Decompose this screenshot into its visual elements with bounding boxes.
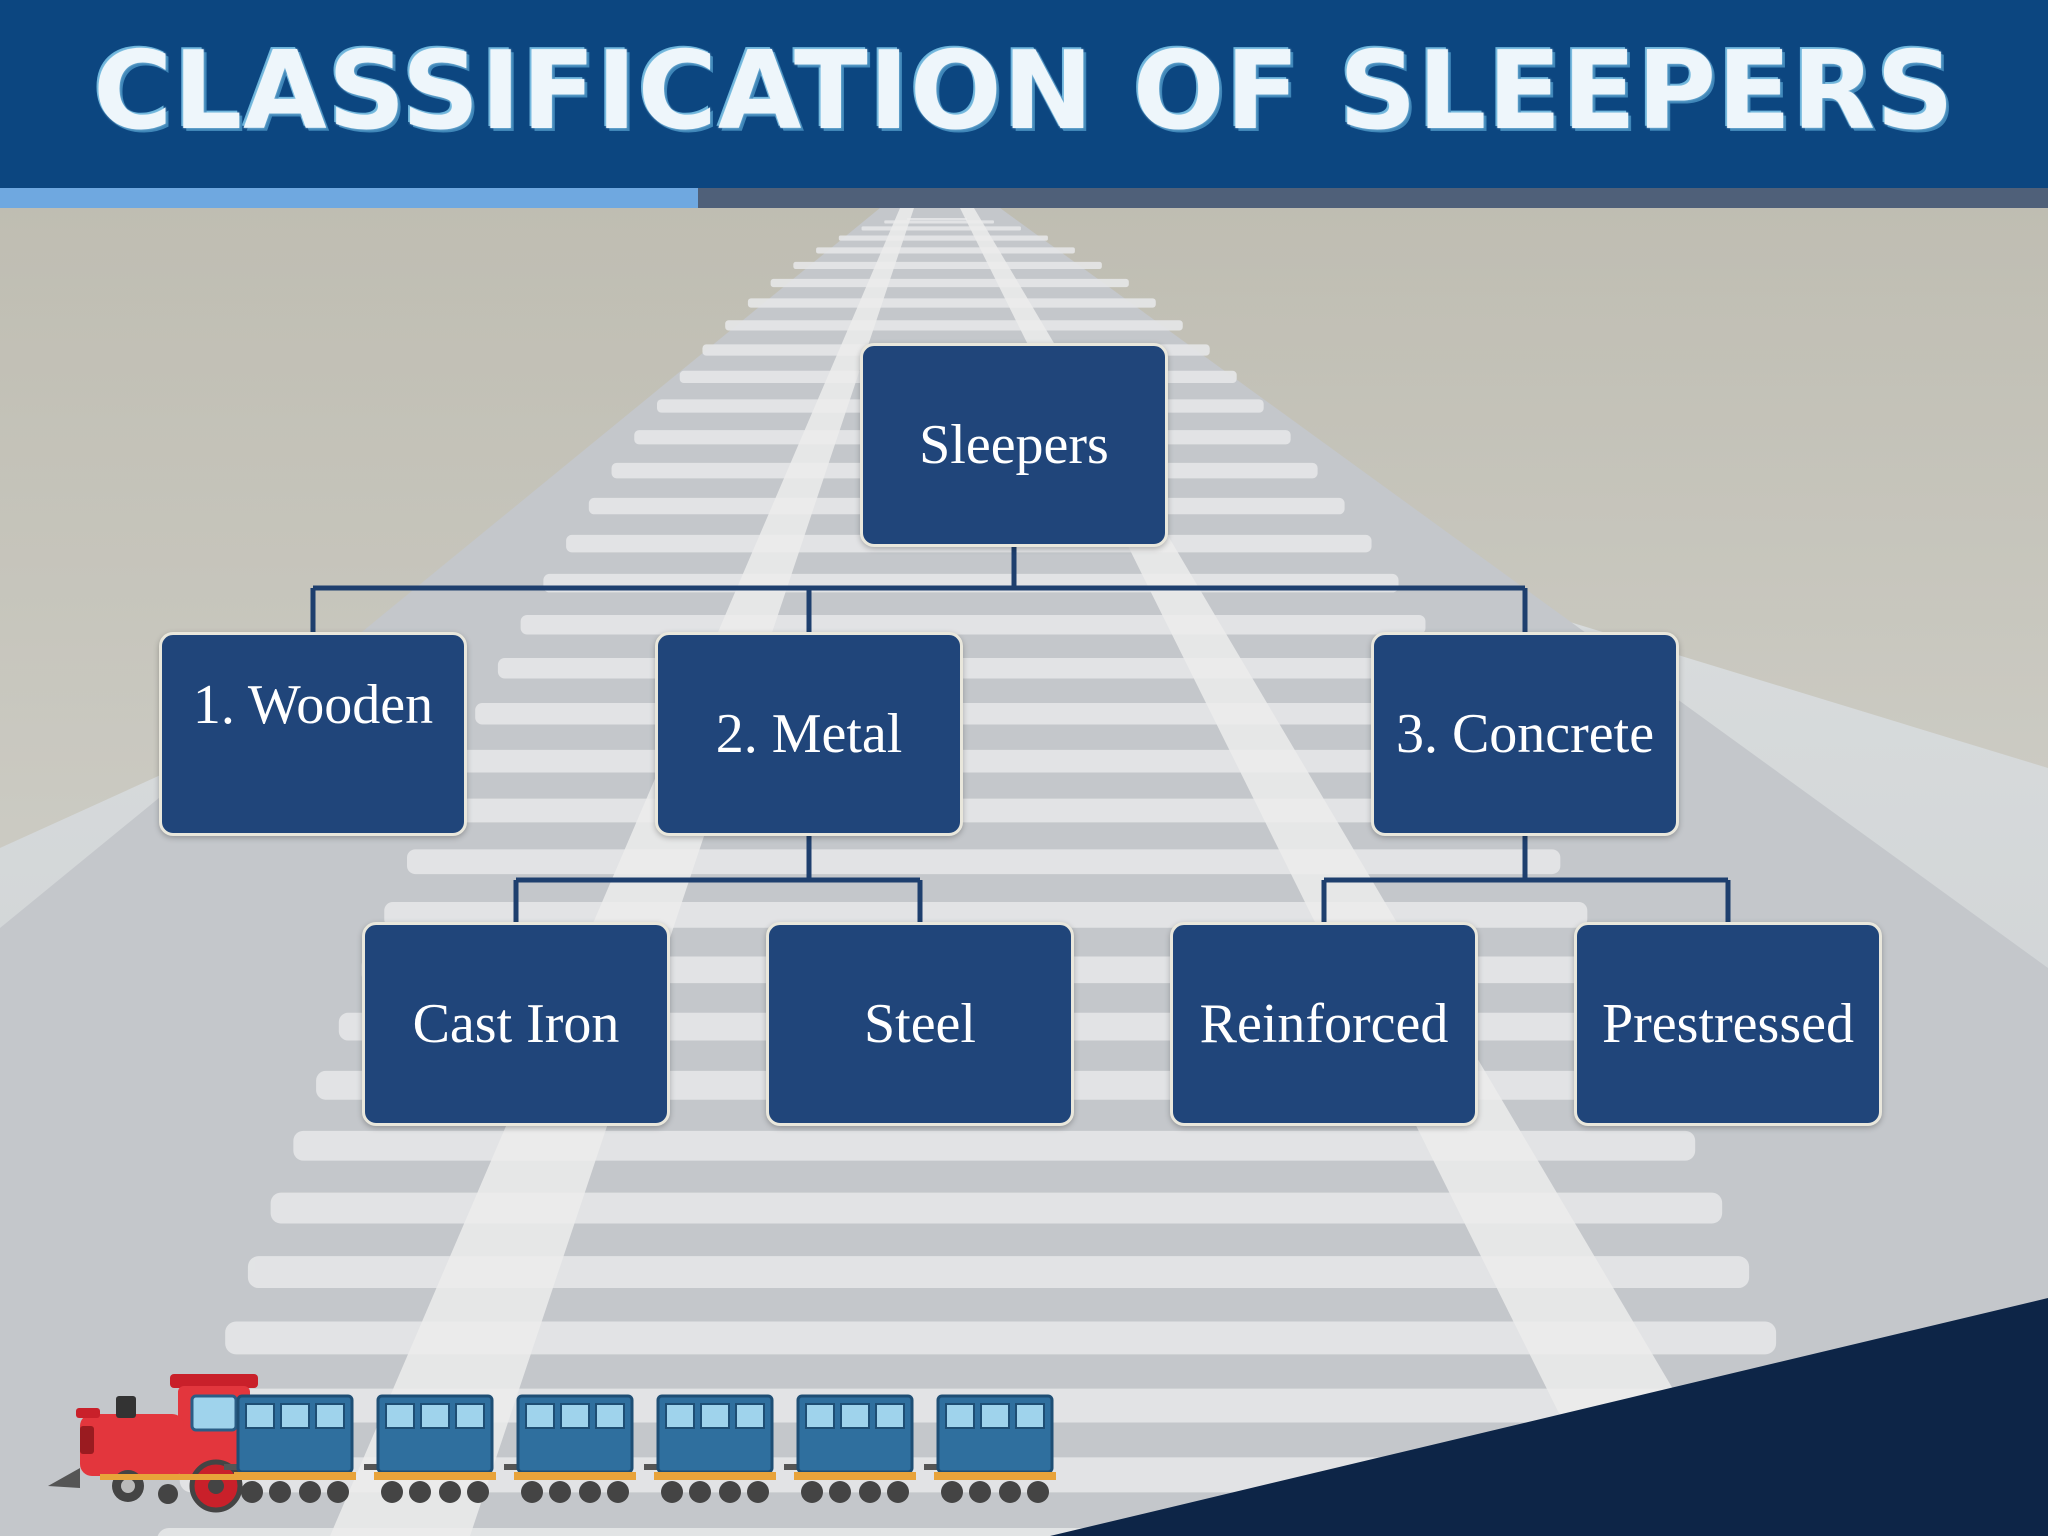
sleeper-tie [747, 298, 1156, 308]
sleeper-tie [293, 1130, 1696, 1161]
wagon-icon [924, 1394, 1056, 1503]
node-cast-iron: Cast Iron [362, 922, 670, 1126]
connector-root-to-categories [310, 546, 1528, 634]
wagon-icon [784, 1394, 916, 1503]
locomotive-icon [48, 1374, 260, 1513]
sleeper-tie [384, 902, 1588, 928]
sleeper-tie [270, 1192, 1723, 1224]
sleeper-tie [793, 261, 1102, 270]
sleeper-tie [770, 278, 1129, 288]
sleeper-tie [725, 320, 1183, 331]
accent-stripe-dark [698, 188, 2048, 208]
node-metal: 2. Metal [655, 632, 963, 836]
node-wooden: 1. Wooden [159, 632, 467, 836]
toy-train-icon [48, 1374, 1056, 1513]
connector-concrete-to-types [1321, 836, 1731, 922]
node-concrete: 3. Concrete [1371, 632, 1679, 836]
sleeper-tie [247, 1256, 1750, 1289]
accent-stripe-light [0, 188, 698, 208]
sleeper-tie [816, 247, 1075, 254]
node-reinforced: Reinforced [1170, 922, 1478, 1126]
wagon-icon [224, 1394, 356, 1503]
wagon-icon [644, 1394, 776, 1503]
node-prestressed: Prestressed [1574, 922, 1882, 1126]
slide-title: CLASSIFICATION OF SLEEPERS [93, 29, 1955, 154]
title-banner: CLASSIFICATION OF SLEEPERS [0, 0, 2048, 188]
sleeper-tie [907, 218, 967, 220]
node-sleepers: Sleepers [860, 343, 1168, 547]
connector-metal-to-types [513, 836, 923, 922]
node-steel: Steel [766, 922, 1074, 1126]
sleeper-tie [884, 220, 994, 224]
wagon-icon [364, 1394, 496, 1503]
wagon-icon [504, 1394, 636, 1503]
